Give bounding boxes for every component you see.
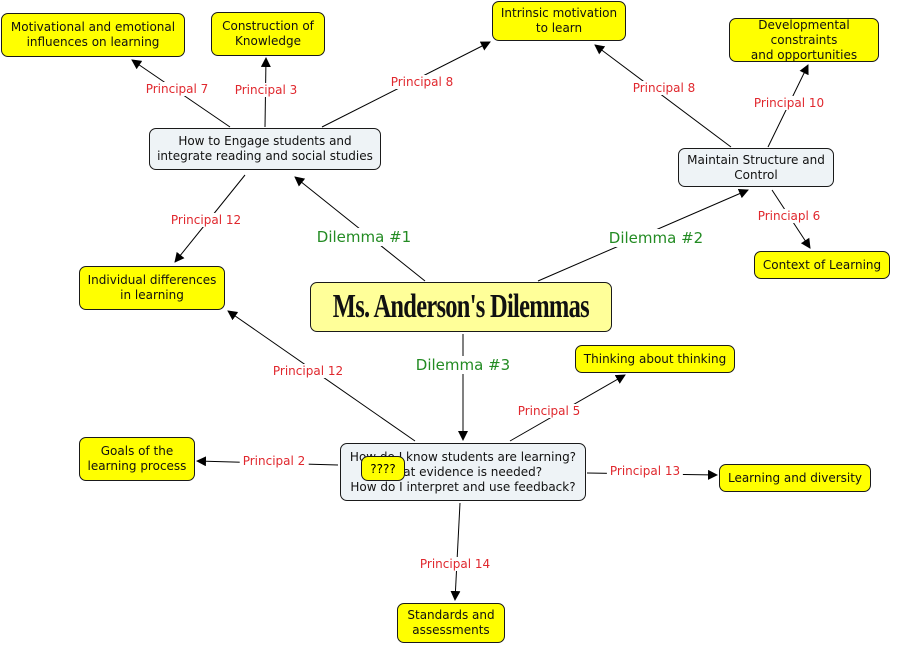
concept-individual-differences[interactable]: Individual differences in learning (79, 266, 225, 310)
link-label-principal-13: Principal 13 (606, 464, 684, 478)
concept-developmental-constraints[interactable]: Developmental constraints and opportunit… (729, 18, 879, 62)
concept-context-of-learning[interactable]: Context of Learning (754, 251, 890, 279)
link-d2-to-intrinsic (594, 44, 732, 148)
dilemma-2-question[interactable]: Maintain Structure and Control (678, 148, 834, 187)
link-label-principal-10: Principal 10 (750, 96, 828, 110)
link-label-principal-12-d1: Principal 12 (167, 213, 245, 227)
concept-motivational-emotional[interactable]: Motivational and emotional influences on… (1, 13, 185, 57)
link-label-principal-8-d1: Principal 8 (387, 75, 457, 89)
link-label-dilemma-1: Dilemma #1 (313, 228, 415, 246)
link-d3-to-standards (450, 502, 461, 601)
concept-thinking-about-thinking[interactable]: Thinking about thinking (575, 345, 735, 373)
concept-intrinsic-motivation[interactable]: Intrinsic motivation to learn (492, 1, 626, 41)
dilemma-1-question[interactable]: How to Engage students and integrate rea… (149, 128, 381, 170)
link-label-principal-5: Principal 5 (514, 404, 584, 418)
link-label-principal-14: Principal 14 (416, 557, 494, 571)
link-label-principal-12-d3: Principal 12 (269, 364, 347, 378)
concept-goals-of-learning[interactable]: Goals of the learning process (79, 437, 195, 481)
link-label-principal-3: Principal 3 (231, 83, 301, 97)
link-label-principal-2: Principal 2 (239, 454, 309, 468)
concept-learning-and-diversity[interactable]: Learning and diversity (719, 464, 871, 492)
main-title-node[interactable]: Ms. Anderson's Dilemmas (310, 282, 612, 332)
concept-construction-of-knowledge[interactable]: Construction of Knowledge (211, 12, 325, 56)
unknown-badge[interactable]: ???? (361, 456, 405, 481)
link-label-principal-7: Principal 7 (142, 82, 212, 96)
link-label-dilemma-3: Dilemma #3 (412, 356, 514, 374)
link-label-dilemma-2: Dilemma #2 (605, 229, 707, 247)
link-label-principal-8-d2: Principal 8 (629, 81, 699, 95)
main-title-text: Ms. Anderson's Dilemmas (332, 288, 590, 325)
concept-standards-and-assessments[interactable]: Standards and assessments (397, 603, 505, 643)
link-label-principal-6: Princiapl 6 (754, 209, 824, 223)
